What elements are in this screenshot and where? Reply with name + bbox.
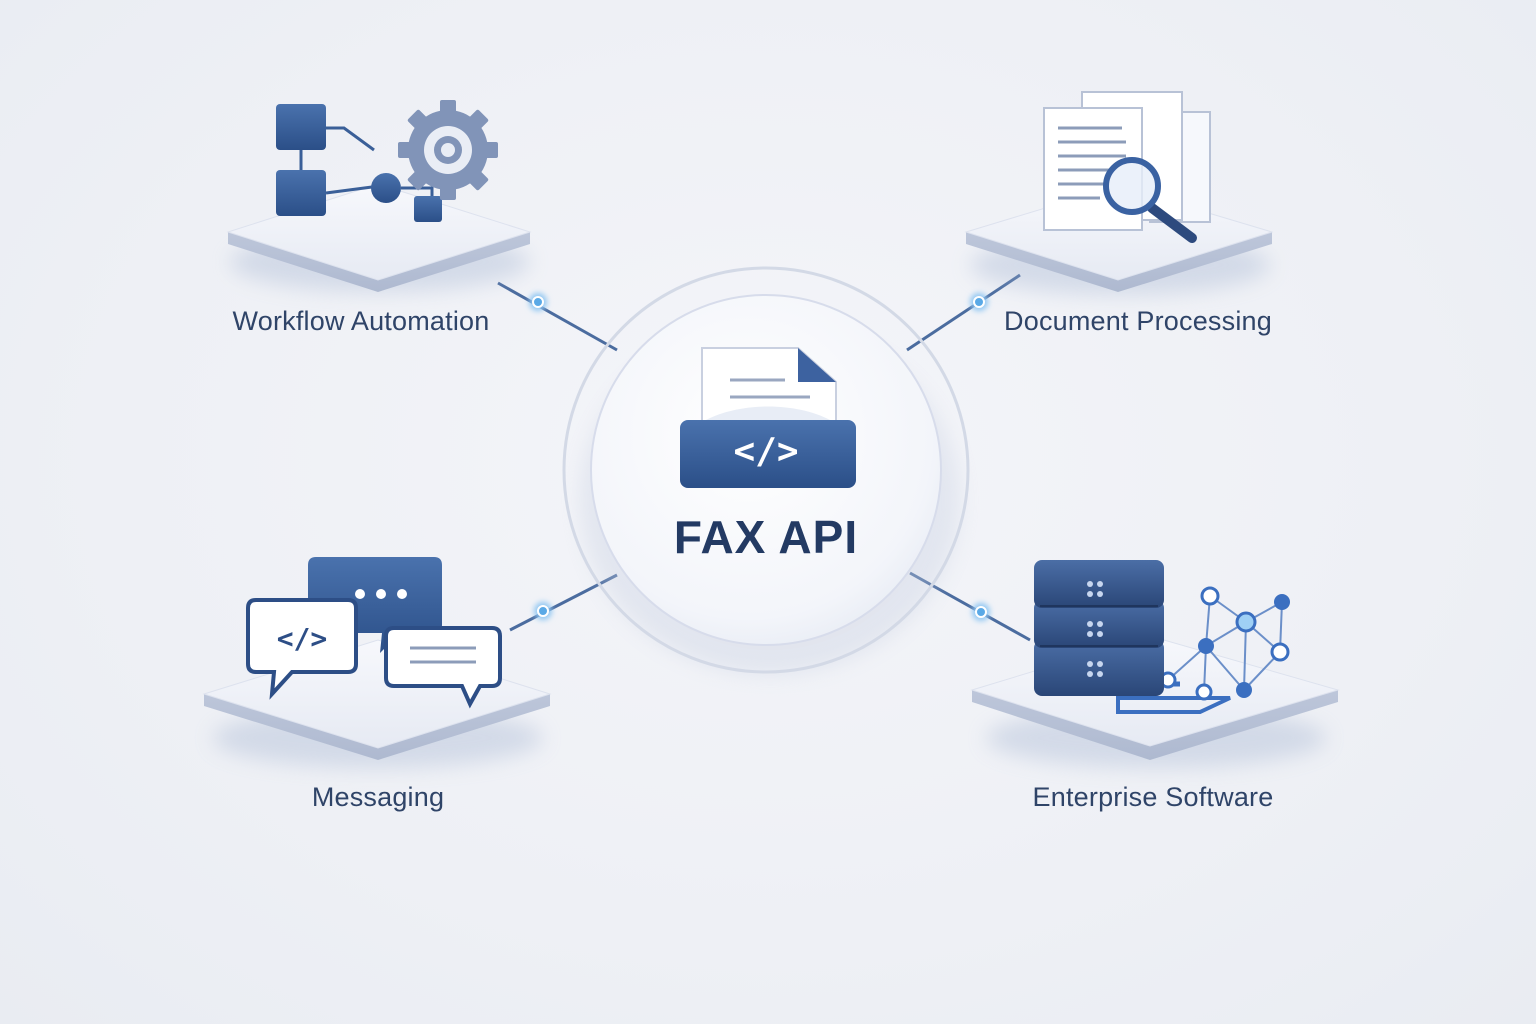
chat-bubbles-icon: </> [246,557,502,709]
fax-code-document-icon: </> [680,347,856,488]
connector-dot-workflow [529,293,547,311]
connector-dot-messaging [534,602,552,620]
hub-outer-ring [562,266,970,674]
node-label-messaging: Messaging [311,782,445,812]
platform-enterprise [970,560,1340,768]
node-label-document: Document Processing [1004,306,1272,336]
connector-document [906,273,1021,352]
connector-dot-document [970,293,988,311]
platform-messaging: </> [202,557,552,768]
workflow-gear-icon [276,100,498,222]
node-label-workflow: Workflow Automation [232,306,490,336]
platform-document [964,91,1274,295]
svg-text:</>: </> [733,431,798,472]
connector-messaging [509,573,618,632]
hub: </> [562,266,970,675]
connectors [497,273,1031,642]
node-label-enterprise: Enterprise Software [1032,782,1274,812]
hub-title: FAX API [673,511,859,563]
document-search-icon [1043,91,1211,243]
connector-workflow [497,281,618,352]
connector-dot-enterprise [972,603,990,621]
server-network-icon [1034,560,1290,714]
svg-text:</>: </> [277,622,328,655]
platform-workflow [226,100,532,292]
